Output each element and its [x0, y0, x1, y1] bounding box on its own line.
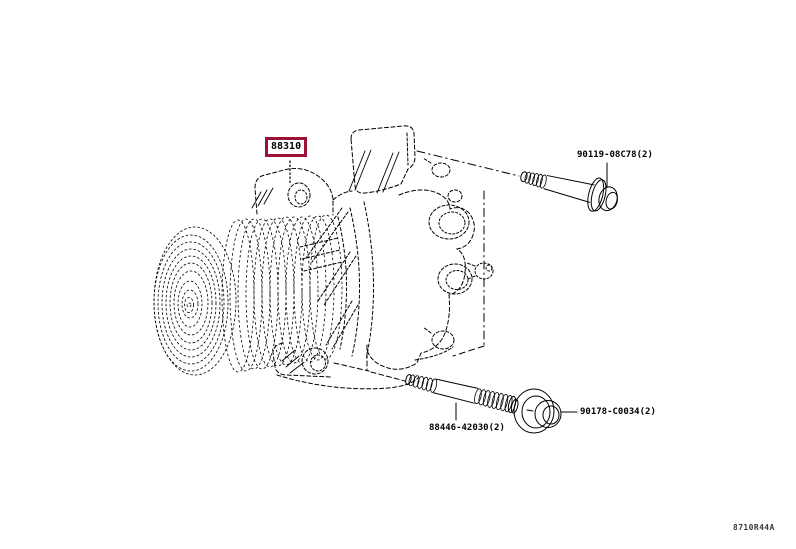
part-number-88310: 88310	[271, 141, 302, 152]
pulley-illustration	[221, 214, 343, 373]
part-number-90178: 90178-C0034(2)	[580, 407, 656, 417]
flange-nut-illustration	[513, 388, 562, 434]
part-callout-90119[interactable]: 90119-08C78(2)	[577, 150, 653, 160]
part-number-90119: 90119-08C78(2)	[577, 150, 653, 160]
body-hatching	[251, 149, 400, 374]
leader-lines	[289, 150, 608, 421]
pulley-front-face	[153, 226, 237, 376]
part-number-88446: 88446-42030(2)	[429, 423, 505, 433]
part-callout-90178[interactable]: 90178-C0034(2)	[580, 407, 656, 417]
figure-code: 8710R44A	[733, 523, 775, 532]
stud-illustration	[405, 373, 519, 414]
part-callout-88310[interactable]: 88310	[265, 137, 308, 157]
compressor-body-illustration	[254, 125, 494, 390]
part-callout-88446[interactable]: 88446-42030(2)	[429, 423, 505, 433]
bolt-illustration	[520, 171, 618, 212]
